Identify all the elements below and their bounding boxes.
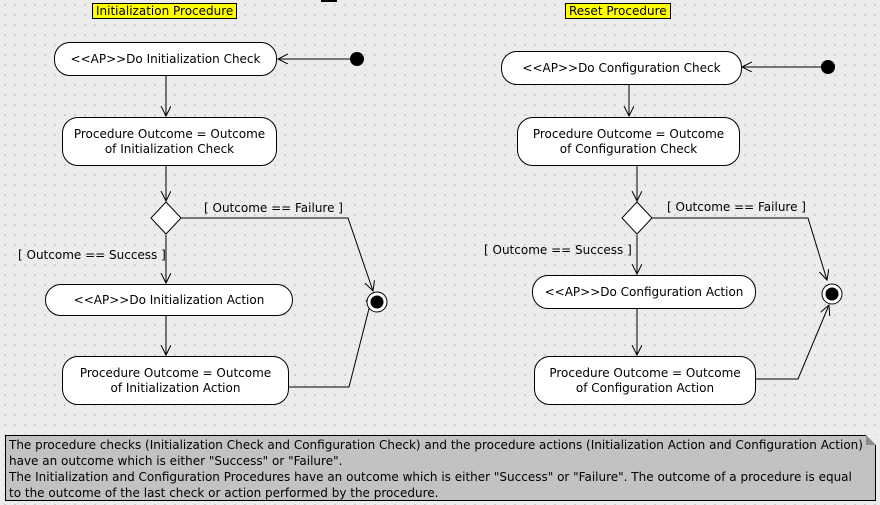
- left-outcome-check-label: Procedure Outcome = Outcome of Initializ…: [73, 126, 266, 156]
- note-line-2: have an outcome which is either "Success…: [9, 454, 343, 468]
- note-folded-corner: [866, 435, 876, 445]
- diagram-note[interactable]: The procedure checks (Initialization Che…: [5, 435, 876, 501]
- note-line-3: The Initialization and Configuration Pro…: [9, 470, 852, 484]
- right-outcome-action-label: Procedure Outcome = Outcome of Configura…: [549, 365, 741, 395]
- left-outcome-action-node[interactable]: Procedure Outcome = Outcome of Initializ…: [62, 356, 289, 405]
- right-diagram-title: Reset Procedure: [565, 3, 671, 19]
- left-diagram-title: Initialization Procedure: [92, 3, 238, 19]
- right-failure-guard: [ Outcome == Failure ]: [667, 200, 806, 214]
- left-check-action-label: <<AP>>Do Initialization Check: [70, 51, 261, 66]
- left-failure-guard: [ Outcome == Failure ]: [204, 201, 343, 215]
- right-edge-decision-failure: [652, 217, 827, 280]
- left-check-action-node[interactable]: <<AP>>Do Initialization Check: [54, 42, 277, 76]
- left-outcome-check-node[interactable]: Procedure Outcome = Outcome of Initializ…: [62, 117, 277, 166]
- right-outcome-check-node[interactable]: Procedure Outcome = Outcome of Configura…: [517, 117, 740, 166]
- left-procedure-action-label: <<AP>>Do Initialization Action: [73, 292, 265, 307]
- right-check-action-label: <<AP>>Do Configuration Check: [522, 60, 721, 75]
- left-procedure-action-node[interactable]: <<AP>>Do Initialization Action: [45, 284, 293, 316]
- right-check-action-node[interactable]: <<AP>>Do Configuration Check: [501, 51, 742, 85]
- right-initial-node: [821, 60, 835, 74]
- right-final-node: [821, 283, 843, 305]
- right-outcome-check-label: Procedure Outcome = Outcome of Configura…: [532, 126, 725, 156]
- left-edge-decision-failure: [181, 217, 373, 291]
- right-outcome-action-node[interactable]: Procedure Outcome = Outcome of Configura…: [534, 356, 756, 405]
- left-decision-node: [150, 201, 182, 235]
- right-decision-node: [621, 201, 653, 235]
- right-success-guard: [ Outcome == Success ]: [484, 243, 632, 257]
- left-initial-node: [350, 52, 364, 66]
- canvas-top-marker: [321, 0, 337, 2]
- note-line-4: to the outcome of the last check or acti…: [9, 486, 439, 500]
- note-line-1: The procedure checks (Initialization Che…: [9, 438, 863, 452]
- right-procedure-action-node[interactable]: <<AP>>Do Configuration Action: [532, 275, 756, 309]
- right-edge-outcome-to-final: [756, 305, 829, 380]
- right-procedure-action-label: <<AP>>Do Configuration Action: [544, 284, 744, 299]
- left-edge-outcome-to-final: [289, 293, 373, 388]
- right-edges: [629, 67, 829, 380]
- left-success-guard: [ Outcome == Success ]: [18, 248, 166, 262]
- left-final-node: [366, 291, 388, 313]
- left-outcome-action-label: Procedure Outcome = Outcome of Initializ…: [79, 365, 272, 395]
- left-edges: [166, 59, 373, 388]
